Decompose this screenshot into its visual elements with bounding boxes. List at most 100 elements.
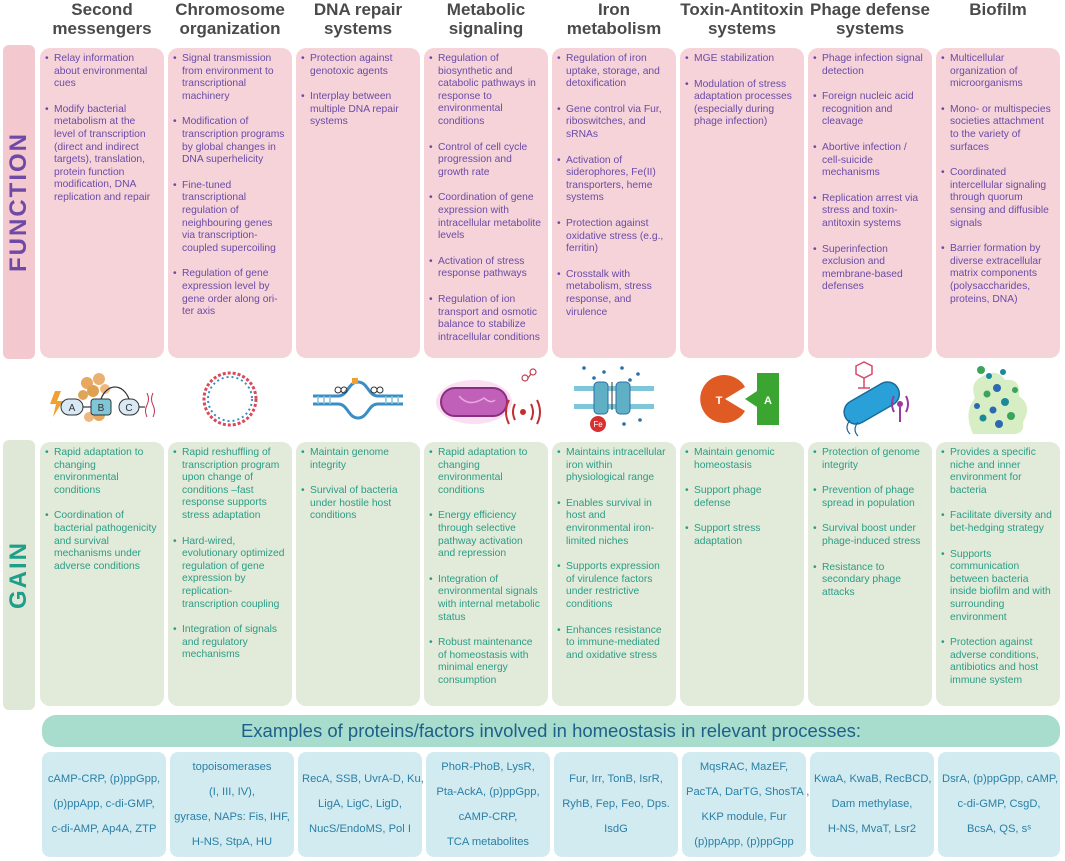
example-line: NucS/EndoMS, Pol I bbox=[309, 823, 411, 835]
example-line: RyhB, Fep, Feo, Dps. bbox=[562, 798, 670, 810]
function-item: Replication arrest via stress and toxin-… bbox=[813, 193, 926, 231]
examples-card-second-messengers: cAMP-CRP, (p)ppGpp, (p)ppApp, c-di-GMP, … bbox=[42, 752, 166, 857]
function-item: MGE stabilization bbox=[685, 53, 798, 66]
example-line: KwaA, KwaB, RecBCD, bbox=[814, 773, 932, 785]
node-c-label: C bbox=[125, 403, 132, 414]
gain-item: Enables survival in host and environment… bbox=[557, 498, 670, 548]
dna-repair-icon bbox=[296, 360, 420, 438]
gain-item: Prevention of phage spread in population bbox=[813, 485, 926, 510]
antitoxin-label: A bbox=[764, 395, 772, 407]
gain-item: Facilitate diversity and bet-hedging str… bbox=[941, 510, 1054, 535]
gain-item: Enhances resistance to immune-mediated a… bbox=[557, 625, 670, 663]
gain-card-metabolic-signaling: Rapid adaptation to changing environment… bbox=[424, 442, 548, 706]
function-item: Regulation of ion transport and osmotic … bbox=[429, 294, 542, 344]
examples-card-iron-metabolism: Fur, Irr, TonB, IsrR, RyhB, Fep, Feo, Dp… bbox=[554, 752, 678, 857]
example-line: H-NS, MvaT, Lsr2 bbox=[827, 823, 917, 835]
gain-item: Robust maintenance of homeostasis with m… bbox=[429, 637, 542, 687]
column-header-toxin-antitoxin: Toxin-Antitoxin systems bbox=[680, 0, 804, 38]
example-line: gyrase, NAPs: Fis, IHF, bbox=[174, 810, 290, 823]
function-item: Barrier formation by diverse extracellul… bbox=[941, 243, 1054, 306]
function-item: Signal transmission from environment to … bbox=[173, 53, 286, 103]
gain-card-phage-defense: Protection of genome integrityPrevention… bbox=[808, 442, 932, 706]
function-card-dna-repair: Protection against genotoxic agentsInter… bbox=[296, 48, 420, 358]
column-header-chromosome-organization: Chromosome organization bbox=[175, 0, 285, 38]
gain-item: Survival of bacteria under hostile host … bbox=[301, 485, 414, 523]
gain-card-dna-repair: Maintain genome integritySurvival of bac… bbox=[296, 442, 420, 706]
function-card-biofilm: Multicellular organization of microorgan… bbox=[936, 48, 1060, 358]
examples-card-phage-defense: KwaA, KwaB, RecBCD, Dam methylase, H-NS,… bbox=[810, 752, 934, 857]
function-item: Foreign nucleic acid recognition and cle… bbox=[813, 91, 926, 129]
example-line: TCA metabolites bbox=[446, 835, 530, 848]
gain-card-chromosome-organization: Rapid reshuffling of transcription progr… bbox=[168, 442, 292, 706]
second-messengers-icon: A B C bbox=[40, 360, 164, 438]
function-item: Activation of siderophores, Fe(II) trans… bbox=[557, 155, 670, 205]
function-item: Activation of stress response pathways bbox=[429, 256, 542, 281]
gain-item: Hard-wired, evolutionary optimized regul… bbox=[173, 536, 286, 612]
gain-item: Support stress adaptation bbox=[685, 523, 798, 548]
function-item: Fine-tuned transcriptional regulation of… bbox=[173, 180, 286, 256]
example-line: (p)ppApp, c-di-GMP, bbox=[53, 798, 155, 810]
gain-item: Protection of genome integrity bbox=[813, 447, 926, 472]
example-line: cAMP-CRP, bbox=[458, 810, 518, 823]
example-line: PacTA, DarTG, ShosTA , bbox=[686, 785, 810, 798]
example-line: BcsA, QS, sˢ bbox=[966, 823, 1032, 835]
column-header-iron-metabolism: Iron metabolism bbox=[566, 0, 662, 38]
example-line: c-di-GMP, CsgD, bbox=[957, 798, 1041, 810]
gain-item: Coordination of bacterial pathogenicity … bbox=[45, 510, 158, 573]
function-item: Modify bacterial metabolism at the level… bbox=[45, 104, 158, 205]
function-card-chromosome-organization: Signal transmission from environment to … bbox=[168, 48, 292, 358]
function-item: Superinfection exclusion and membrane-ba… bbox=[813, 244, 926, 294]
metabolic-signaling-icon bbox=[424, 360, 548, 438]
gain-item: Maintains intracellular iron within phys… bbox=[557, 447, 670, 485]
examples-card-toxin-antitoxin: MqsRAC, MazEF, PacTA, DarTG, ShosTA , KK… bbox=[682, 752, 810, 857]
phage-defense-icon bbox=[808, 360, 932, 438]
gain-item: Integration of signals and regulatory me… bbox=[173, 624, 286, 662]
column-header-biofilm: Biofilm bbox=[969, 0, 1027, 19]
example-line: (p)ppApp, (p)ppGpp bbox=[694, 835, 794, 848]
gain-item: Provides a specific niche and inner envi… bbox=[941, 447, 1054, 497]
function-item: Gene control via Fur, riboswitches, and … bbox=[557, 104, 670, 142]
node-b-label: B bbox=[98, 403, 105, 414]
gain-item: Survival boost under phage-induced stres… bbox=[813, 523, 926, 548]
example-line: MqsRAC, MazEF, bbox=[699, 760, 789, 773]
example-line: Fur, Irr, TonB, IsrR, bbox=[569, 773, 663, 785]
example-line: LigA, LigC, LigD, bbox=[318, 798, 402, 810]
gain-item: Maintain genomic homeostasis bbox=[685, 447, 798, 472]
example-line: topoisomerases bbox=[192, 760, 272, 773]
examples-card-dna-repair: RecA, SSB, UvrA-D, Ku, LigA, LigC, LigD,… bbox=[298, 752, 424, 857]
iron-metabolism-icon: Fe bbox=[552, 360, 676, 438]
function-card-metabolic-signaling: Regulation of biosynthetic and catabolic… bbox=[424, 48, 548, 358]
examples-card-biofilm: DsrA, (p)ppGpp, cAMP, c-di-GMP, CsgD, Bc… bbox=[938, 752, 1060, 857]
function-item: Relay information about environmental cu… bbox=[45, 53, 158, 91]
gain-label-text: GAIN bbox=[5, 541, 32, 609]
gain-item: Integration of environmental signals wit… bbox=[429, 574, 542, 624]
function-card-phage-defense: Phage infection signal detectionForeign … bbox=[808, 48, 932, 358]
function-item: Coordination of gene expression with int… bbox=[429, 192, 542, 242]
function-item: Interplay between multiple DNA repair sy… bbox=[301, 91, 414, 129]
function-item: Modulation of stress adaptation processe… bbox=[685, 79, 798, 129]
gain-item: Rapid adaptation to changing environment… bbox=[45, 447, 158, 497]
example-line: c-di-AMP, Ap4A, ZTP bbox=[51, 823, 157, 835]
function-card-iron-metabolism: Regulation of iron uptake, storage, and … bbox=[552, 48, 676, 358]
function-label-text: FUNCTION bbox=[5, 132, 32, 272]
example-line: RecA, SSB, UvrA-D, Ku, bbox=[302, 773, 424, 785]
gain-card-iron-metabolism: Maintains intracellular iron within phys… bbox=[552, 442, 676, 706]
column-header-second-messengers: Second messengers bbox=[52, 0, 152, 38]
function-item: Regulation of iron uptake, storage, and … bbox=[557, 53, 670, 91]
example-line: Dam methylase, bbox=[831, 798, 913, 810]
function-item: Mono- or multispecies societies attachme… bbox=[941, 104, 1054, 154]
function-row-label: FUNCTION bbox=[3, 45, 35, 359]
example-line: KKP module, Fur bbox=[701, 810, 787, 823]
function-item: Protection against genotoxic agents bbox=[301, 53, 414, 78]
example-line: IsdG bbox=[604, 823, 628, 835]
gain-card-biofilm: Provides a specific niche and inner envi… bbox=[936, 442, 1060, 706]
gain-item: Rapid adaptation to changing environment… bbox=[429, 447, 542, 497]
function-item: Control of cell cycle progression and gr… bbox=[429, 142, 542, 180]
function-item: Abortive infection / cell-suicide mechan… bbox=[813, 142, 926, 180]
function-item: Regulation of biosynthetic and catabolic… bbox=[429, 53, 542, 129]
example-line: cAMP-CRP, (p)ppGpp, bbox=[47, 773, 161, 785]
gain-item: Support phage defense bbox=[685, 485, 798, 510]
node-a-label: A bbox=[69, 403, 76, 414]
function-item: Regulation of gene expression level by g… bbox=[173, 268, 286, 318]
function-item: Multicellular organization of microorgan… bbox=[941, 53, 1054, 91]
